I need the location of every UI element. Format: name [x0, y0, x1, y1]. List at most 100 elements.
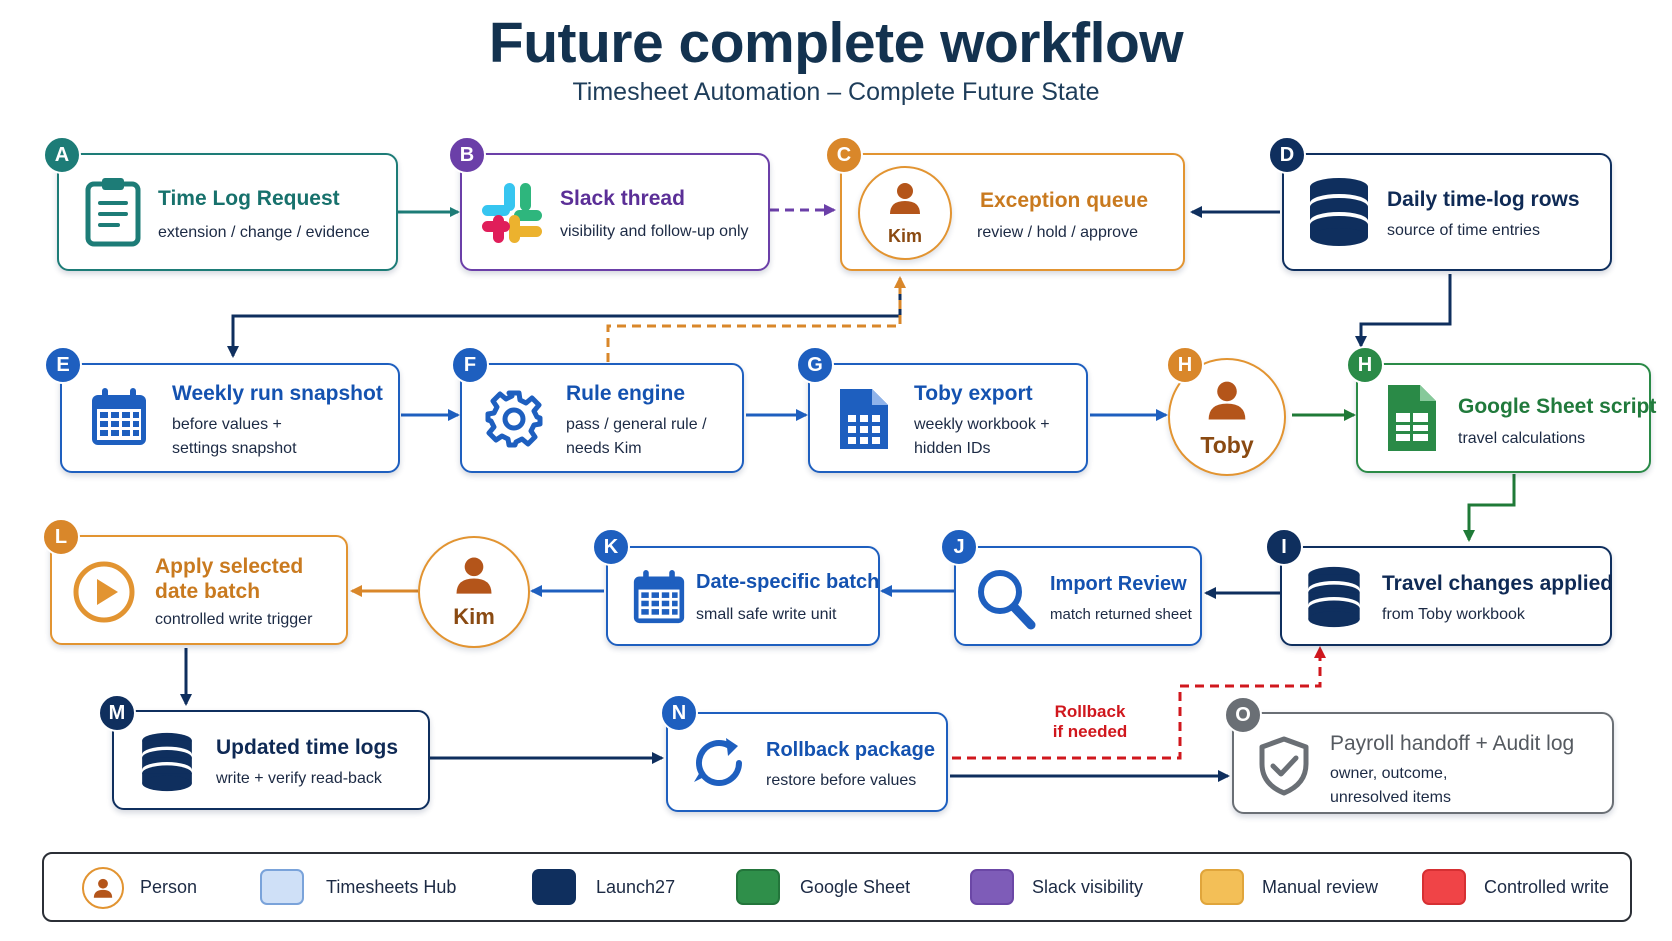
- rollback-label-line2: if needed: [1052, 722, 1128, 741]
- node-rule-engine[interactable]: Rule engine pass / general rule / needs …: [460, 363, 744, 473]
- legend-swatch: [736, 869, 780, 905]
- node-import-review[interactable]: Import Review match returned sheet: [954, 546, 1202, 646]
- node-daily-time-log-rows[interactable]: Daily time-log rows source of time entri…: [1282, 153, 1612, 271]
- slack-icon: [482, 183, 542, 243]
- node-subtitle-2: unresolved items: [1330, 789, 1451, 806]
- badge-a: A: [43, 136, 81, 174]
- arrow-c-to-e: [227, 280, 902, 358]
- node-payroll-handoff-audit-log[interactable]: Payroll handoff + Audit log owner, outco…: [1232, 712, 1614, 814]
- node-slack-thread[interactable]: Slack thread visibility and follow-up on…: [460, 153, 770, 271]
- node-time-log-request[interactable]: Time Log Request extension / change / ev…: [57, 153, 398, 271]
- badge-f: F: [451, 346, 489, 384]
- badge-g: G: [796, 346, 834, 384]
- node-subtitle: before values +: [172, 416, 282, 433]
- legend-swatch: [1200, 869, 1244, 905]
- node-title: Date-specific batch: [696, 571, 880, 593]
- node-subtitle: owner, outcome,: [1330, 765, 1448, 782]
- play-icon: [73, 561, 135, 623]
- legend-label: Google Sheet: [800, 877, 911, 897]
- google-sheets-icon: [1388, 385, 1436, 451]
- node-title: Payroll handoff + Audit log: [1330, 732, 1575, 755]
- node-title: Rollback package: [766, 739, 935, 761]
- person-kim: Kim: [858, 166, 952, 260]
- person-icon: [890, 183, 920, 214]
- node-title: Google Sheet script: [1458, 395, 1657, 418]
- node-exception-queue[interactable]: Kim Exception queue review / hold / appr…: [840, 153, 1185, 271]
- legend-label: Slack visibility: [1032, 877, 1144, 897]
- person-name: Toby: [1200, 432, 1254, 458]
- rollback-label-line1: Rollback: [1054, 702, 1126, 721]
- legend: Person Timesheets Hub Launch27 Google Sh…: [42, 852, 1632, 922]
- node-weekly-run-snapshot[interactable]: Weekly run snapshot before values + sett…: [60, 363, 400, 473]
- badge-l: L: [42, 518, 80, 556]
- page-title: Future complete workflow: [488, 11, 1184, 75]
- node-title-2: date batch: [155, 580, 261, 603]
- arrow-d-to-h: [1355, 274, 1452, 348]
- node-rollback-package[interactable]: Rollback package restore before values: [666, 712, 948, 812]
- badge-i: I: [1265, 528, 1303, 566]
- node-subtitle: weekly workbook +: [914, 416, 1050, 433]
- database-icon: [142, 732, 192, 792]
- node-title: Travel changes applied: [1382, 572, 1614, 595]
- arrow-rollback-n-to-i: [952, 646, 1326, 760]
- node-subtitle: match returned sheet: [1050, 606, 1192, 623]
- badge-o: O: [1224, 696, 1262, 734]
- legend-swatch: [260, 869, 304, 905]
- refresh-icon: [694, 738, 742, 786]
- legend-swatch: [970, 869, 1014, 905]
- node-subtitle: controlled write trigger: [155, 611, 313, 628]
- calendar-icon: [633, 570, 685, 624]
- node-subtitle-2: hidden IDs: [914, 440, 991, 457]
- badge-k: K: [592, 528, 630, 566]
- legend-label: Controlled write: [1484, 877, 1610, 897]
- spreadsheet-file-icon: [840, 389, 888, 449]
- node-title: Updated time logs: [216, 736, 399, 759]
- gear-icon: [485, 390, 543, 448]
- database-icon: [1308, 566, 1360, 628]
- node-title: Exception queue: [980, 189, 1149, 212]
- node-date-specific-batch[interactable]: Date-specific batch small safe write uni…: [606, 546, 880, 646]
- node-title: Apply selected: [155, 555, 304, 578]
- node-subtitle: write + verify read-back: [216, 770, 382, 787]
- calendar-icon: [92, 388, 146, 445]
- person-name: Kim: [887, 226, 922, 246]
- node-subtitle: visibility and follow-up only: [560, 223, 749, 240]
- legend-label: Timesheets Hub: [326, 877, 457, 897]
- node-google-sheet-script[interactable]: Google Sheet script travel calculations: [1356, 363, 1656, 473]
- node-subtitle: source of time entries: [1387, 222, 1540, 239]
- node-title: Daily time-log rows: [1387, 188, 1580, 211]
- node-title: Time Log Request: [158, 187, 340, 210]
- person-icon: [1208, 381, 1246, 420]
- node-title: Rule engine: [566, 382, 686, 405]
- node-title: Toby export: [914, 382, 1033, 405]
- node-subtitle: restore before values: [766, 772, 917, 789]
- legend-label: Manual review: [1262, 877, 1379, 897]
- person-name: Kim: [453, 604, 495, 629]
- node-toby-export[interactable]: Toby export weekly workbook + hidden IDs: [808, 363, 1088, 473]
- clipboard-icon: [85, 178, 141, 247]
- badge-j: J: [940, 528, 978, 566]
- person-kim-approver[interactable]: Kim: [418, 536, 530, 648]
- legend-label: Person: [140, 877, 198, 897]
- person-icon: [456, 557, 492, 594]
- node-subtitle: extension / change / evidence: [158, 224, 370, 241]
- arrow-h-to-i: [1463, 474, 1516, 542]
- shield-check-icon: [1259, 736, 1309, 796]
- legend-label: Launch27: [596, 877, 676, 897]
- node-apply-selected-date-batch[interactable]: Apply selected date batch controlled wri…: [50, 535, 348, 645]
- database-icon: [1310, 178, 1368, 246]
- person-icon: [93, 878, 113, 898]
- node-updated-time-logs[interactable]: Updated time logs write + verify read-ba…: [112, 710, 430, 810]
- node-travel-changes-applied[interactable]: Travel changes applied from Toby workboo…: [1280, 546, 1614, 646]
- node-title: Slack thread: [560, 187, 685, 210]
- badge-h: H: [1346, 346, 1384, 384]
- node-subtitle: from Toby workbook: [1382, 606, 1525, 623]
- magnifier-icon: [978, 570, 1036, 630]
- node-title: Import Review: [1050, 573, 1187, 595]
- badge-h-person: H: [1166, 346, 1204, 384]
- node-subtitle-2: needs Kim: [566, 440, 642, 457]
- rollback-annotation: Rollback if needed: [1040, 702, 1140, 742]
- badge-e: E: [44, 346, 82, 384]
- page-subtitle: Timesheet Automation – Complete Future S…: [572, 78, 1100, 106]
